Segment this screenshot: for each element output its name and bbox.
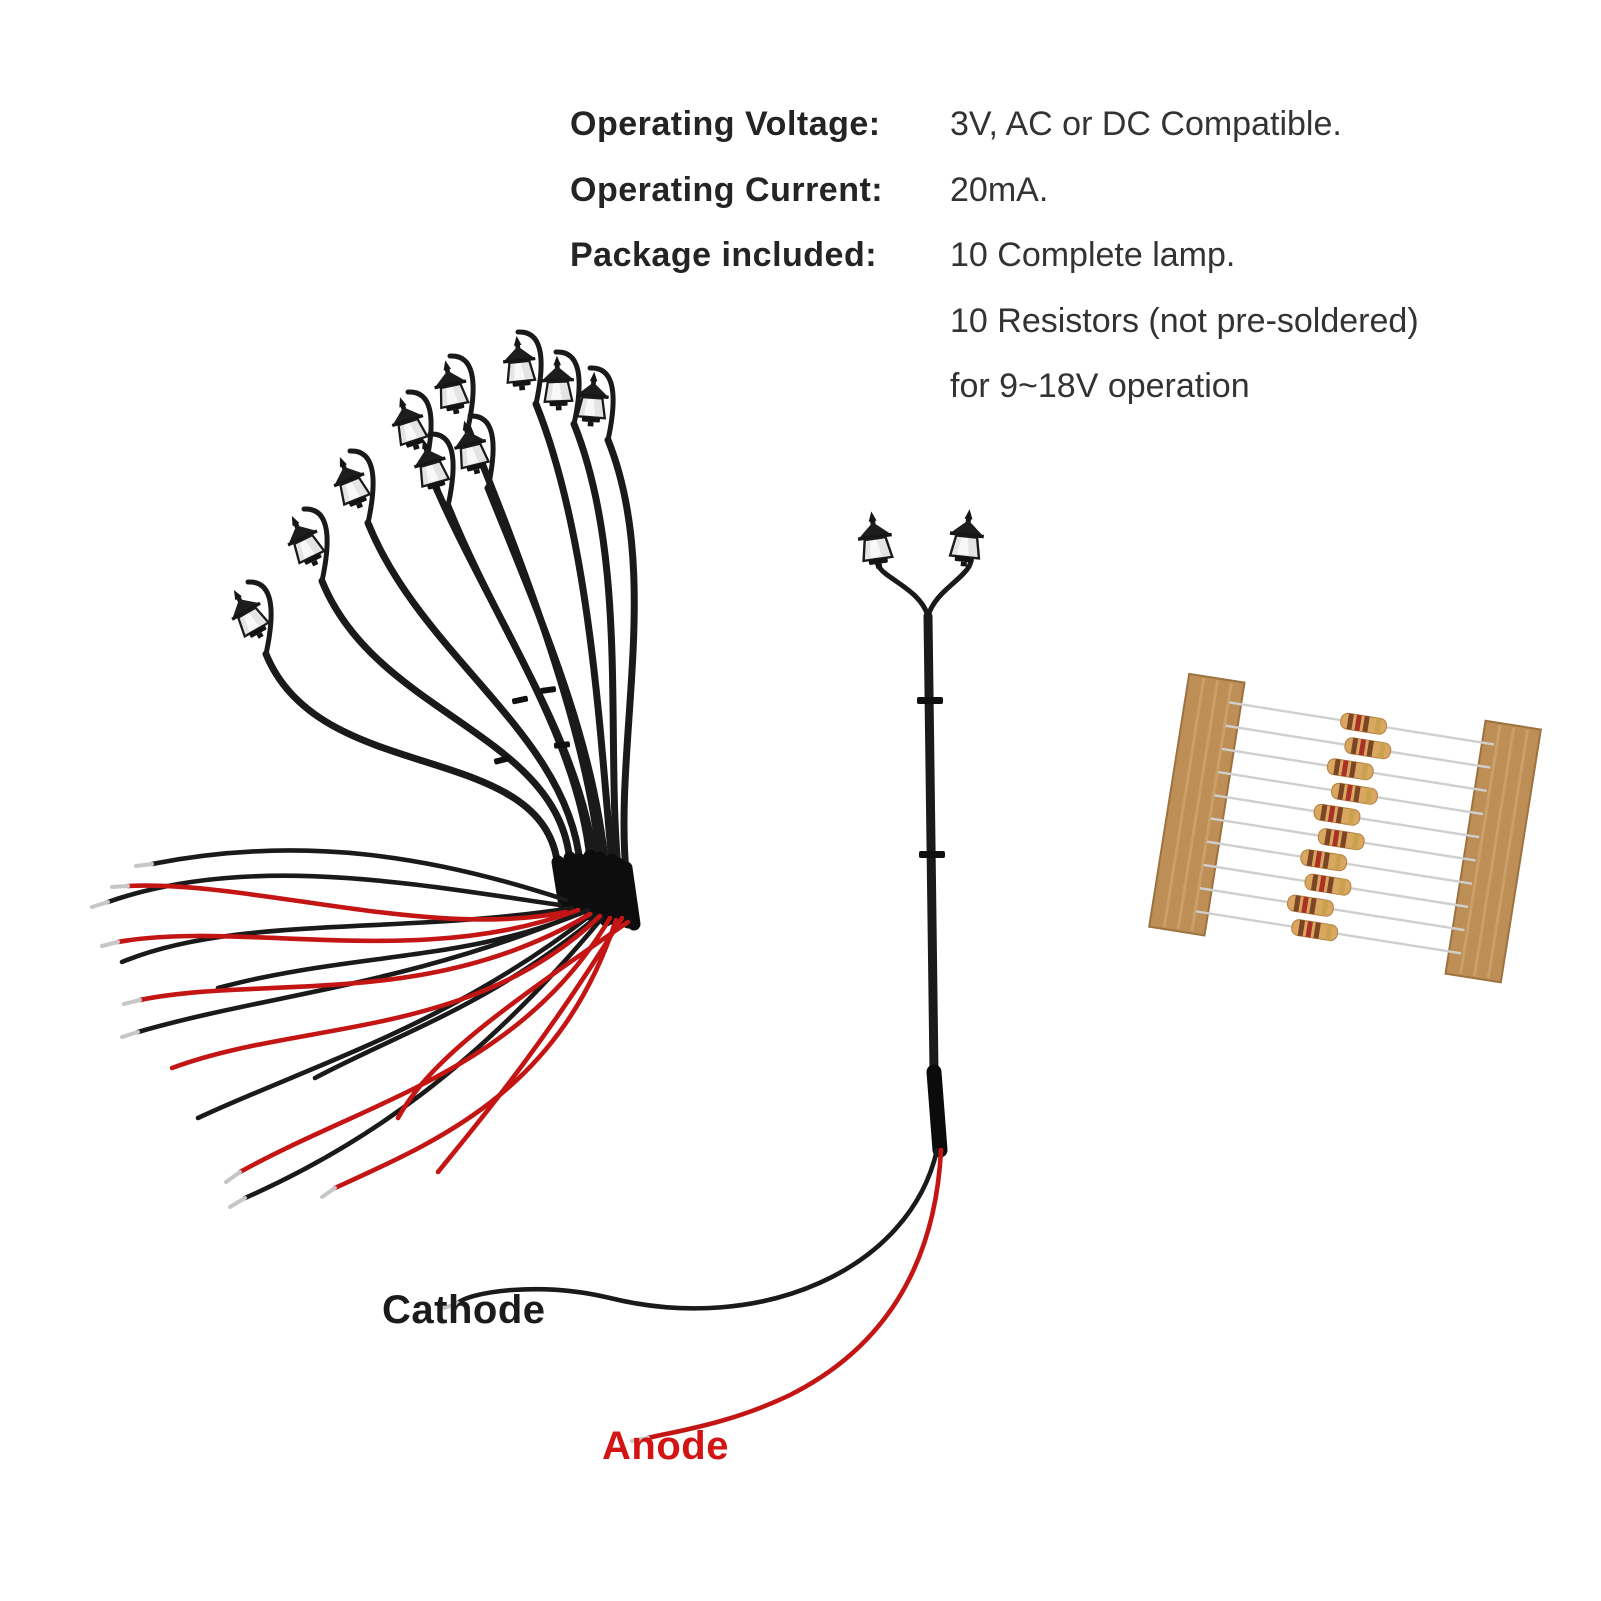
lamp-post-bundle	[218, 329, 641, 931]
spec-line-voltage: Operating Voltage: 3V, AC or DC Compatib…	[570, 92, 1490, 158]
lantern-icon	[853, 507, 898, 572]
resistor-icon	[1303, 872, 1353, 897]
spec-label: Operating Current:	[570, 170, 884, 209]
resistor-icon	[1325, 757, 1375, 782]
lantern-icon	[945, 506, 988, 570]
resistor-strip	[1148, 672, 1542, 984]
spec-value: for 9~18V operation	[950, 367, 1250, 405]
resistor-icon	[1330, 781, 1379, 806]
spec-line-package: Package included: 10 Complete lamp.	[570, 223, 1490, 289]
spec-label	[570, 354, 950, 420]
resistor-icon	[1343, 736, 1393, 761]
double-head-lamp-post	[442, 506, 988, 1443]
resistor-icon	[1285, 893, 1335, 918]
resistor-icon	[1339, 711, 1389, 736]
resistor-leads	[1195, 701, 1495, 955]
resistor-icon	[1299, 848, 1349, 873]
lantern-icon	[499, 333, 540, 394]
spec-line-operation: for 9~18V operation	[570, 354, 1490, 420]
spec-value: 20mA.	[950, 170, 1049, 209]
bundle-sleeves	[551, 849, 641, 931]
resistor-icon	[1290, 918, 1340, 943]
cathode-label: Cathode	[382, 1288, 546, 1332]
spec-line-current: Operating Current: 20mA.	[570, 158, 1490, 224]
spec-value: 10 Complete lamp.	[950, 236, 1236, 274]
spec-value: 3V, AC or DC Compatible.	[950, 105, 1342, 143]
lantern-icon	[428, 355, 474, 419]
resistor-icon	[1312, 802, 1362, 827]
spec-value: 10 Resistors (not pre-soldered)	[950, 301, 1419, 340]
spec-line-resistors: 10 Resistors (not pre-soldered)	[570, 289, 1490, 355]
spec-text-block: Operating Voltage: 3V, AC or DC Compatib…	[570, 92, 1490, 420]
resistor-icon	[1316, 827, 1366, 852]
bundle-wire-fan	[90, 848, 631, 1209]
anode-label: Anode	[602, 1424, 729, 1468]
spec-label: Operating Voltage:	[570, 105, 881, 143]
spec-label	[570, 289, 950, 355]
spec-label: Package included:	[570, 236, 878, 274]
